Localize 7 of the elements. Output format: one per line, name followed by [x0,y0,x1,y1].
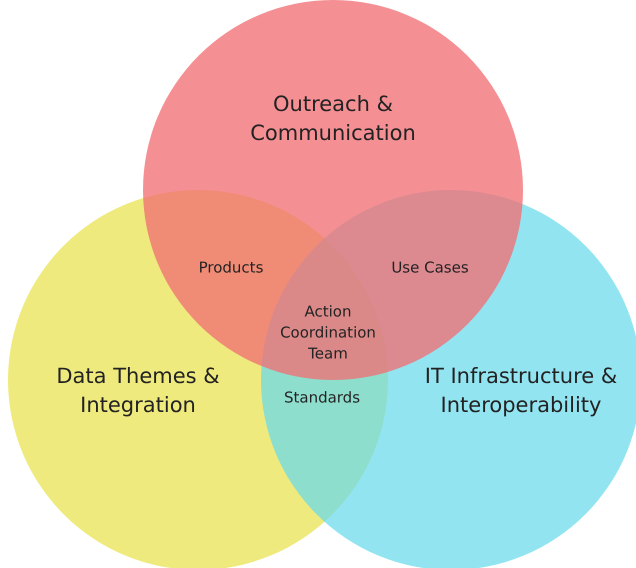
circle-title: Data Themes & Integration [55,363,221,420]
region-label: Use Cases [390,258,470,278]
region-label: Products [198,258,264,278]
circle-title: IT Infrastructure & Interoperability [424,363,618,420]
circle-title: Outreach & Communication [249,91,417,148]
region-label: Standards [282,388,362,408]
center-label: Action Coordination Team [279,302,377,364]
